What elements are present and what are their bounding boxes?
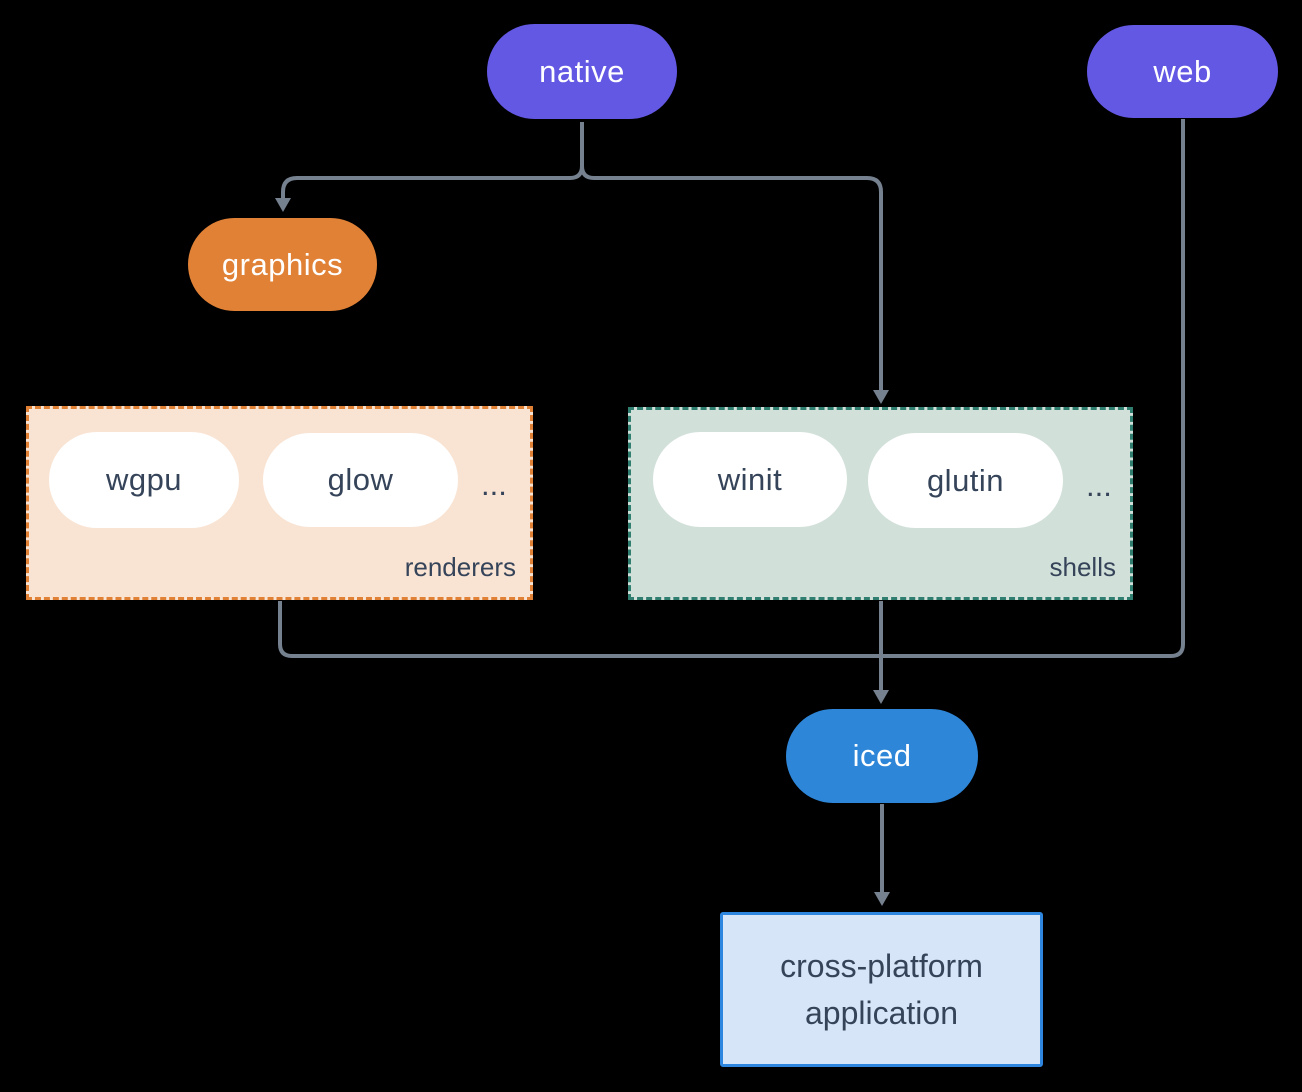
node-native: native xyxy=(487,24,677,119)
node-wgpu: wgpu xyxy=(49,432,239,528)
arrowhead-application xyxy=(874,892,890,906)
node-graphics: graphics xyxy=(188,218,377,311)
group-renderers-label: renderers xyxy=(404,552,516,582)
group-renderers-ellipsis: ... xyxy=(481,467,507,502)
node-glow: glow xyxy=(263,433,458,527)
arrowhead-iced xyxy=(873,690,889,704)
edge-web-to-merge xyxy=(881,119,1185,658)
edge-native-to-shells xyxy=(580,165,883,391)
node-winit: winit xyxy=(653,432,847,527)
node-cross-platform-application: cross-platform application xyxy=(720,912,1043,1067)
group-shells-label: shells xyxy=(1049,552,1116,582)
edge-native-to-graphics xyxy=(281,122,584,199)
edge-renderers-to-merge xyxy=(278,601,881,658)
arrowhead-shells xyxy=(873,390,889,404)
node-glutin: glutin xyxy=(868,433,1063,528)
group-shells-ellipsis: ... xyxy=(1086,468,1112,503)
node-web: web xyxy=(1087,25,1278,118)
arrowhead-graphics xyxy=(275,198,291,212)
node-iced: iced xyxy=(786,709,978,803)
